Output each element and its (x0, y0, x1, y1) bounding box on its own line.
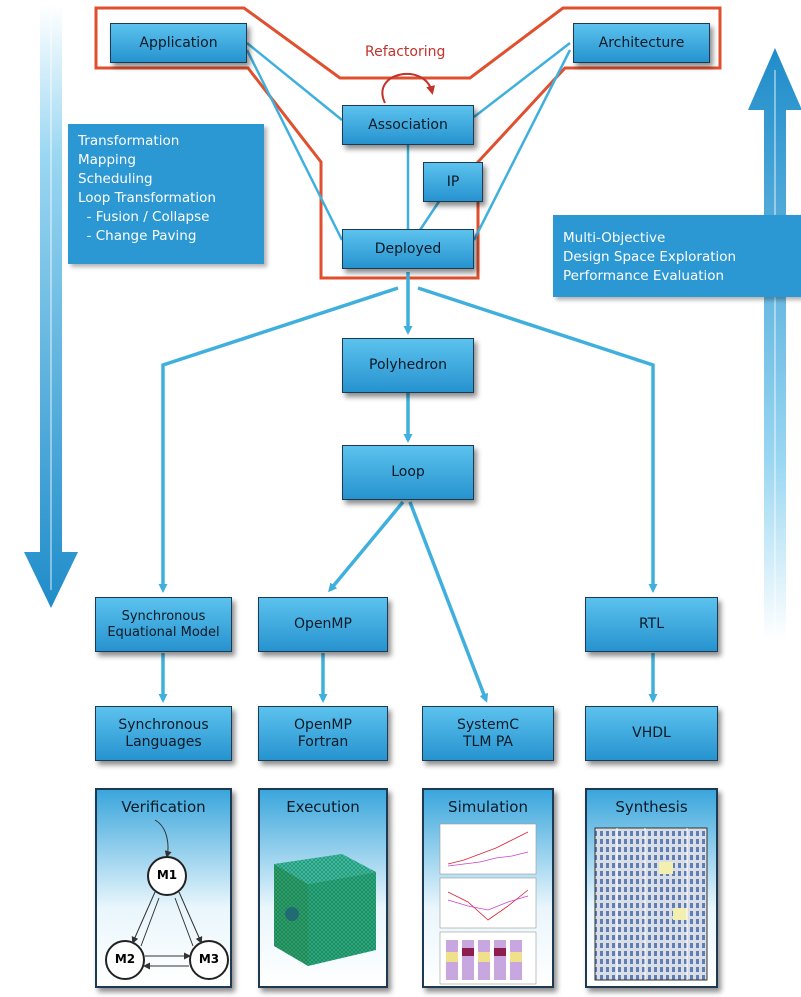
info-line: - Fusion / Collapse (78, 209, 210, 225)
info-line: Mapping (78, 152, 136, 168)
synthesis-panel: Synthesis (585, 788, 718, 988)
simulation-title: Simulation (448, 798, 528, 816)
simulation-panel: Simulation (422, 788, 554, 988)
polyhedron-box: Polyhedron (342, 338, 474, 393)
m1-label: M1 (156, 868, 178, 882)
m2-label: M2 (114, 952, 136, 966)
right-up-arrow (748, 48, 801, 640)
transformation-info: Transformation Mapping Scheduling Loop T… (68, 124, 264, 264)
upper-connectors (245, 42, 572, 241)
info-line: Performance Evaluation (563, 268, 725, 284)
fpga-floorplan-image (594, 827, 708, 981)
execution-panel: Execution (258, 788, 388, 988)
info-line: Transformation (78, 133, 180, 149)
info-line: Scheduling (78, 171, 153, 187)
flow-arrows (158, 272, 658, 703)
loop-box: Loop (342, 445, 474, 500)
openmp-box: OpenMP (258, 597, 388, 652)
mesh-cube-image (274, 854, 376, 966)
ip-box: IP (423, 162, 483, 202)
info-line: - Change Paving (78, 228, 197, 244)
m3-label: M3 (198, 952, 220, 966)
synthesis-title: Synthesis (615, 798, 688, 816)
state-machine-diagram (105, 819, 229, 980)
state-m3 (189, 940, 229, 980)
application-box: Application (110, 23, 247, 63)
execution-title: Execution (286, 798, 360, 816)
synchronous-languages-box: Synchronous Languages (95, 706, 232, 761)
info-line: Loop Transformation (78, 190, 216, 206)
info-line: Design Space Exploration (563, 249, 737, 265)
verification-title: Verification (121, 798, 206, 816)
left-down-arrow (24, 5, 78, 608)
simulation-charts-image (439, 823, 537, 985)
info-line: Multi-Objective (563, 230, 666, 246)
openmp-fortran-box: OpenMP Fortran (258, 706, 388, 761)
verification-panel: Verification M1 M2 M3 (95, 788, 232, 988)
vhdl-box: VHDL (585, 706, 718, 761)
architecture-box: Architecture (573, 23, 710, 63)
systemc-box: SystemC TLM PA (422, 706, 554, 761)
deployed-box: Deployed (342, 229, 474, 269)
state-m2 (105, 940, 145, 980)
exploration-info: Multi-Objective Design Space Exploration… (553, 215, 801, 297)
refactoring-label: Refactoring (365, 44, 446, 60)
state-m1 (147, 856, 187, 896)
rtl-box: RTL (585, 597, 718, 652)
refactoring-loop (381, 72, 436, 104)
synchronous-model-box: Synchronous Equational Model (95, 597, 232, 652)
association-box: Association (342, 105, 474, 145)
